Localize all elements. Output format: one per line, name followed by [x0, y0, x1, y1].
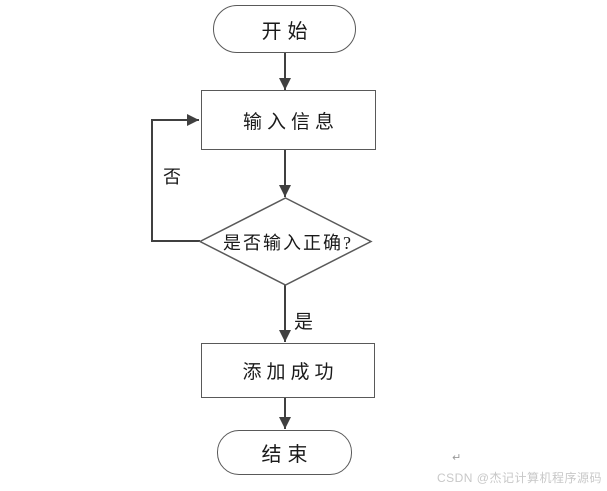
- edge-label-no: 否: [163, 167, 181, 187]
- node-start-label: 开始: [261, 20, 314, 43]
- paragraph-return-mark: ↵: [452, 451, 462, 464]
- node-input-label: 输入信息: [242, 111, 339, 133]
- node-success-label: 添加成功: [242, 362, 339, 383]
- decision-question-text: 是否输入正确?: [223, 232, 353, 253]
- csdn-watermark: CSDN @杰记计算机程序源码: [436, 471, 602, 485]
- node-decision-shape: [198, 197, 373, 286]
- node-success: 添加成功: [201, 343, 375, 398]
- edge-label-yes: 是: [294, 312, 314, 333]
- node-end: 结束: [217, 430, 352, 475]
- node-input: 输入信息: [201, 90, 376, 150]
- node-start: 开始: [213, 5, 356, 53]
- node-decision-label: 是否输入正确?: [203, 227, 371, 256]
- node-end-label: 结束: [261, 444, 314, 466]
- edge-decision-loop-no: [151, 114, 200, 242]
